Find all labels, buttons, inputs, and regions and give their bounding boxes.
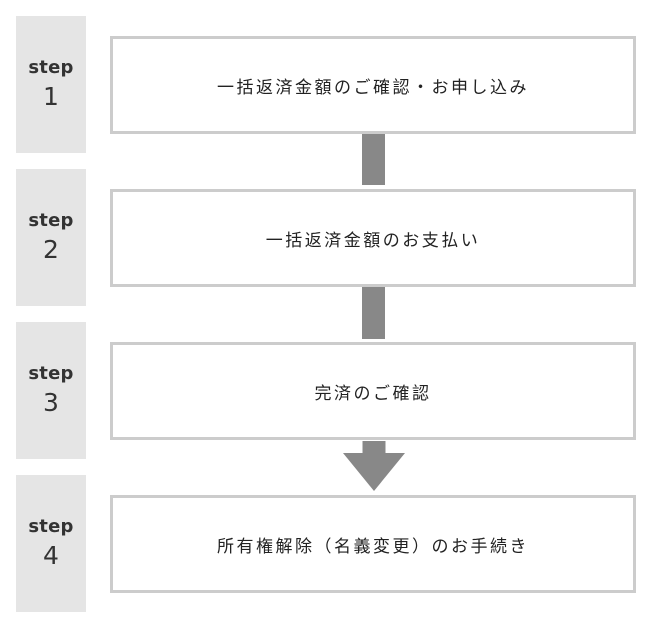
step-2-text: 一括返済金額のお支払い: [265, 230, 481, 251]
step-4-text: 所有権解除（名義変更）のお手続き: [217, 536, 529, 557]
step-1-box: 一括返済金額のご確認・お申し込み: [110, 36, 636, 134]
step-3-label: step: [28, 362, 74, 384]
step-2-number: 2: [43, 234, 59, 264]
step-3-text: 完済のご確認: [314, 383, 432, 404]
step-4-label: step: [28, 515, 74, 537]
connector-2-3: [362, 287, 385, 339]
down-arrow-icon: [343, 441, 405, 491]
step-4-tab: step 4: [16, 475, 86, 612]
step-2-box: 一括返済金額のお支払い: [110, 189, 636, 287]
step-1-label: step: [28, 56, 74, 78]
step-4-number: 4: [43, 540, 59, 570]
connector-1-2: [362, 134, 385, 185]
step-2-tab: step 2: [16, 169, 86, 306]
step-2-label: step: [28, 209, 74, 231]
step-4-box: 所有権解除（名義変更）のお手続き: [110, 495, 636, 593]
step-3-tab: step 3: [16, 322, 86, 459]
step-3-box: 完済のご確認: [110, 342, 636, 440]
step-1-tab: step 1: [16, 16, 86, 153]
step-1-number: 1: [43, 81, 59, 111]
step-1-text: 一括返済金額のご確認・お申し込み: [217, 77, 529, 98]
step-3-number: 3: [43, 387, 59, 417]
